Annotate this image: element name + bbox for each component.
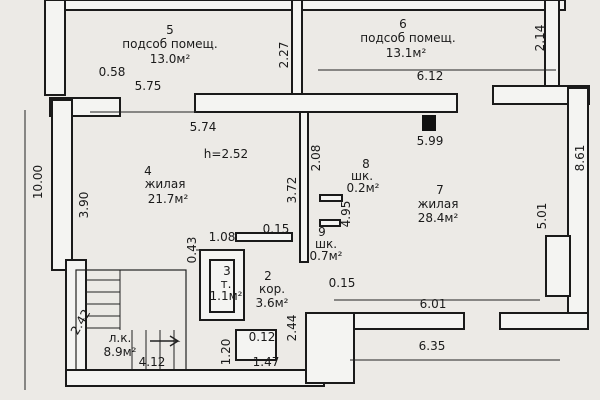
dim-2-44: 2.44 — [285, 315, 299, 342]
dim-2-27: 2.27 — [277, 42, 291, 69]
dim-0-58: 0.58 — [99, 65, 126, 79]
dim-2-08: 2.08 — [309, 145, 323, 172]
dim-3-72: 3.72 — [285, 177, 299, 204]
dim-3-90: 3.90 — [77, 192, 91, 219]
chimney-icon — [422, 115, 436, 131]
dim-0-15-bottom: 0.15 — [329, 276, 356, 290]
dim-0-43: 0.43 — [185, 237, 199, 264]
room9-name: шк. — [315, 237, 337, 251]
room1-name: л.к. — [109, 331, 132, 345]
stair-steps — [86, 270, 175, 370]
dim-5-99: 5.99 — [417, 134, 444, 148]
bottom-wall-right — [305, 312, 355, 384]
room7-area: 28.4м² — [418, 211, 459, 225]
bottom-wall-room7-right — [499, 312, 589, 330]
dim-0-15-top: 0.15 — [263, 222, 290, 236]
dim-0-12: 0.12 — [249, 330, 276, 344]
dim-5-74: 5.74 — [190, 120, 217, 134]
bottom-wall-left — [65, 369, 325, 387]
room3-name: т. — [221, 277, 232, 291]
room4-number: 4 — [144, 164, 152, 178]
room6-name: подсоб помещ. — [360, 31, 455, 45]
dim-5-01: 5.01 — [535, 203, 549, 230]
dim-10-00: 10.00 — [31, 165, 45, 199]
room6-area: 13.1м² — [386, 46, 427, 60]
room1-area: 8.9м² — [104, 345, 137, 359]
ceiling-height: h=2.52 — [204, 147, 248, 161]
room6-number: 6 — [399, 17, 407, 31]
room2-area: 3.6м² — [256, 296, 289, 310]
top-wall — [44, 0, 566, 11]
corridor-wall-bottom — [235, 329, 277, 361]
dim-4-95: 4.95 — [339, 201, 353, 228]
dim-2-14: 2.14 — [533, 25, 547, 52]
dim-6-12: 6.12 — [417, 69, 444, 83]
room9-area: 0.7м² — [310, 249, 343, 263]
dim-8-61: 8.61 — [573, 145, 587, 172]
room5-name: подсоб помещ. — [122, 37, 217, 51]
dim-1-20: 1.20 — [219, 339, 233, 366]
room8-number: 8 — [362, 157, 370, 171]
room9-number: 9 — [318, 225, 326, 239]
wall-under-room-5-6 — [194, 93, 458, 113]
closet9-wall — [319, 219, 341, 227]
room5-area: 13.0м² — [150, 52, 191, 66]
room4-name: жилая — [145, 177, 186, 191]
dim-1-08: 1.08 — [209, 230, 236, 244]
partition-4-7 — [299, 111, 309, 263]
bottom-wall-room7 — [353, 312, 465, 330]
dimension-lines — [24, 69, 560, 390]
room5-number: 5 — [166, 23, 174, 37]
toilet-inner — [209, 259, 235, 313]
dim-6-01: 6.01 — [420, 297, 447, 311]
left-wall-room4 — [51, 99, 73, 271]
dim-6-35: 6.35 — [419, 339, 446, 353]
dim-1-47: 1.47 — [253, 355, 280, 369]
wall-room4-bottom — [235, 232, 293, 242]
wall-step-room7 — [545, 235, 571, 297]
dim-5-75: 5.75 — [135, 79, 162, 93]
left-wall-upper — [44, 0, 66, 96]
stair-arrow-icon — [150, 335, 181, 347]
room7-name: жилая — [418, 197, 459, 211]
room2-name: кор. — [259, 282, 285, 296]
right-wall-upper — [544, 0, 560, 96]
room8-area: 0.2м² — [347, 181, 380, 195]
closet8-wall — [319, 194, 343, 202]
room8-name: шк. — [351, 169, 373, 183]
room2-number: 2 — [264, 269, 272, 283]
partition-5-6 — [291, 0, 303, 96]
room3-area: 1.1м² — [210, 289, 243, 303]
dim-4-12: 4.12 — [139, 355, 166, 369]
room3-number: 3 — [223, 264, 231, 278]
room7-number: 7 — [436, 183, 444, 197]
room4-area: 21.7м² — [148, 192, 189, 206]
